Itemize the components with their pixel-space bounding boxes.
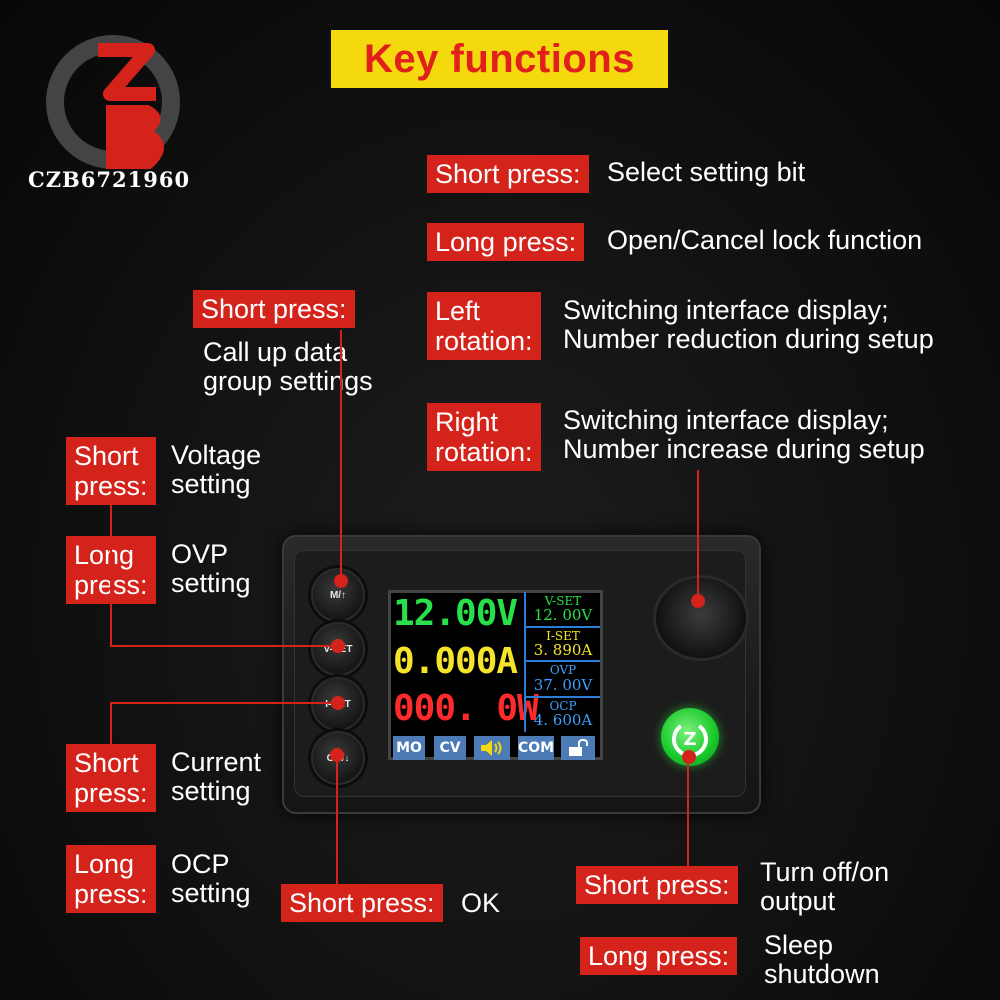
knob-short-press-tag: Short press: (427, 155, 589, 193)
unlock-icon (561, 736, 595, 760)
speaker-icon (474, 736, 510, 760)
vset-short-press-tag: Short press: (66, 437, 156, 505)
marker-dot (331, 696, 345, 710)
iset-long-press-tag: Long press: (66, 845, 156, 913)
vset-label: V-SET (544, 594, 582, 608)
leader-line (340, 330, 342, 580)
power-long-press-tag: Long press: (580, 937, 738, 975)
ok-desc: OK (461, 888, 501, 918)
leader-line (110, 505, 112, 645)
page-title: Key functions (331, 30, 668, 88)
current-readout: 0.000A (393, 641, 518, 682)
right-rotation-tag: Right rotation: (427, 403, 541, 471)
iset-long-press-desc: OCP setting (171, 849, 251, 908)
brand-logo: CZB6721960 (28, 22, 198, 197)
mode-chip-mo: MO (393, 736, 425, 760)
leader-line (110, 702, 112, 746)
left-rotation-tag: Left rotation: (427, 292, 541, 360)
czb-logo-icon (46, 35, 180, 169)
iset-short-press-desc: Current setting (171, 747, 262, 806)
marker-dot (330, 748, 344, 762)
iset-short-press-tag: Short press: (66, 744, 156, 812)
knob-long-press-tag: Long press: (427, 223, 585, 261)
ovp-label: OVP (549, 663, 577, 677)
vset-short-press-desc: Voltage setting (171, 440, 262, 499)
vset-long-press-desc: OVP setting (171, 539, 251, 598)
watermark-text: CZB6721960 (28, 167, 191, 192)
ovp-value: 37. 00V (533, 676, 593, 694)
voltage-readout: 12.00V (393, 593, 518, 634)
marker-dot (682, 750, 696, 764)
m-key-short-press-tag: Short press: (193, 290, 355, 328)
screen-divider (524, 592, 526, 732)
iset-value: 3. 890A (533, 641, 593, 659)
lcd-screen (388, 590, 603, 760)
svg-text:Z: Z (683, 729, 696, 750)
knob-long-press-desc: Open/Cancel lock function (607, 225, 923, 255)
left-rotation-desc: Switching interface display; Number redu… (563, 295, 934, 354)
side-sep (526, 660, 600, 662)
power-long-press-desc: Sleep shutdown (764, 930, 880, 989)
marker-dot (691, 594, 705, 608)
right-rotation-desc: Switching interface display; Number incr… (563, 405, 925, 464)
vset-value: 12. 00V (533, 606, 593, 624)
mode-chip-cv: CV (434, 736, 466, 760)
m-key-desc: Call up data group settings (203, 337, 373, 396)
leader-line (687, 760, 689, 868)
marker-dot (331, 639, 345, 653)
power-short-press-desc: Turn off/on output (760, 857, 890, 916)
leader-line (336, 755, 338, 885)
leader-line (697, 470, 699, 600)
side-sep (526, 696, 600, 698)
leader-line (110, 702, 338, 704)
power-readout: 000. 0W (393, 688, 539, 729)
marker-dot (334, 574, 348, 588)
ocp-label: OCP (549, 699, 577, 713)
iset-label: I-SET (546, 629, 580, 643)
power-short-press-tag: Short press: (576, 866, 738, 904)
mode-chip-com: COM (518, 736, 554, 760)
side-sep (526, 626, 600, 628)
knob-short-press-desc: Select setting bit (607, 157, 806, 187)
ocp-value: 4. 600A (533, 711, 593, 729)
leader-line (110, 645, 338, 647)
rotary-encoder-knob[interactable] (653, 575, 749, 661)
ok-short-press-tag: Short press: (281, 884, 443, 922)
